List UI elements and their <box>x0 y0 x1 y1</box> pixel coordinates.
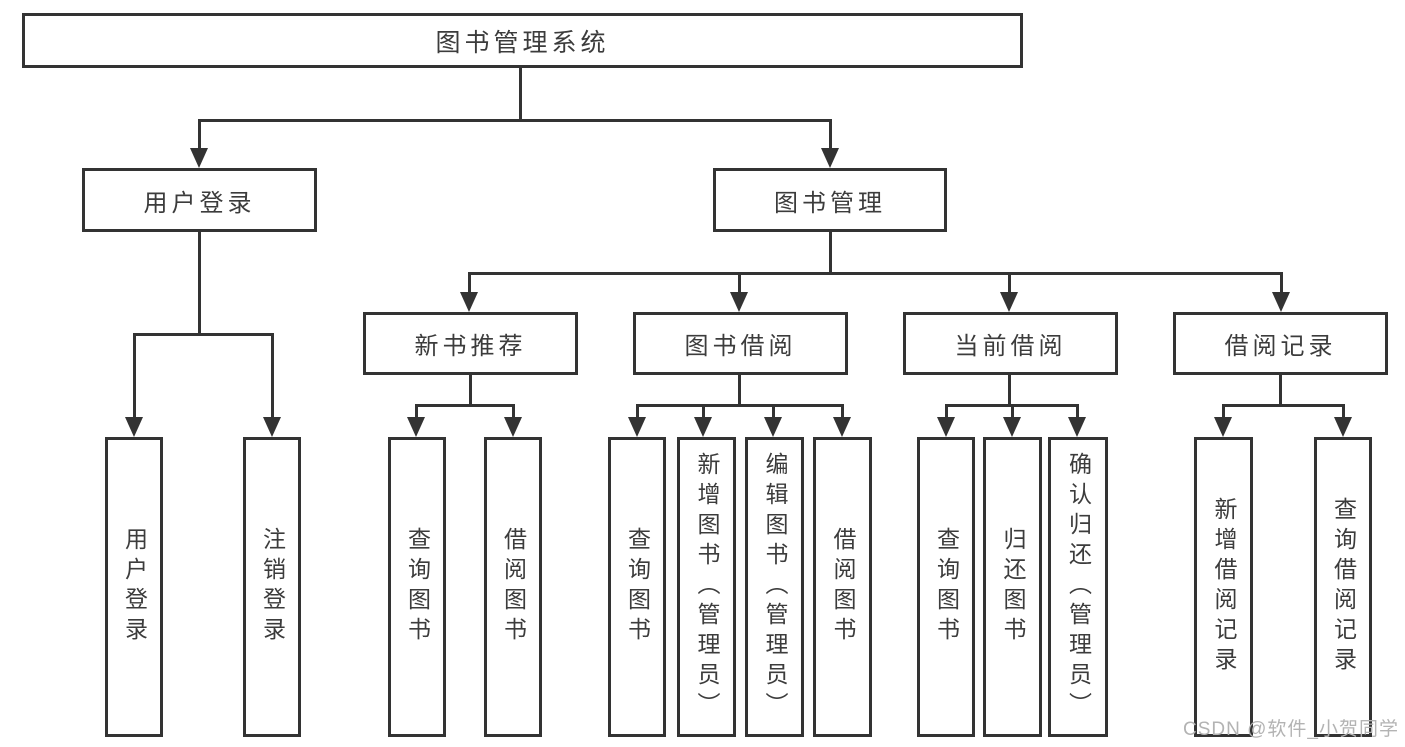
connector-line <box>738 375 741 407</box>
leaf-label: 编辑图书（管理员） <box>762 452 788 722</box>
connector-line <box>841 404 844 419</box>
node-label: 图书管理 <box>774 189 886 217</box>
leaf-label: 查询借阅记录 <box>1330 497 1357 677</box>
arrow-down-icon <box>937 417 955 437</box>
connector-line <box>468 272 1283 275</box>
node-label: 图书借阅 <box>684 333 797 360</box>
leaf-label: 归还图书 <box>1000 527 1026 647</box>
node-library-management-system: 图书管理系统 <box>22 13 1023 68</box>
connector-line <box>1222 404 1345 407</box>
node-new-book-recommendation: 新书推荐 <box>363 312 578 375</box>
connector-line <box>702 404 705 419</box>
leaf-label: 查询图书 <box>933 527 960 647</box>
arrow-down-icon <box>1000 292 1018 312</box>
arrow-down-icon <box>1272 292 1290 312</box>
connector-line <box>829 232 832 275</box>
connector-line <box>271 333 274 419</box>
leaf-label: 用户登录 <box>121 527 148 647</box>
arrow-down-icon <box>1334 417 1352 437</box>
arrow-down-icon <box>460 292 478 312</box>
connector-line <box>1008 375 1011 407</box>
connector-line <box>198 119 832 122</box>
leaf-label: 新增借阅记录 <box>1211 497 1237 677</box>
connector-line <box>1342 404 1345 419</box>
connector-line <box>133 333 274 336</box>
arrow-down-icon <box>694 417 712 437</box>
connector-line <box>133 333 136 419</box>
connector-line <box>198 119 201 150</box>
connector-line <box>945 404 948 419</box>
arrow-down-icon <box>821 148 839 168</box>
connector-line <box>415 404 418 419</box>
connector-line <box>636 404 639 419</box>
leaf-label: 查询图书 <box>624 527 651 647</box>
leaf-label: 借阅图书 <box>500 527 527 647</box>
arrow-down-icon <box>263 417 281 437</box>
watermark: CSDN @软件_小贺同学 <box>1183 719 1399 740</box>
arrow-down-icon <box>1003 417 1021 437</box>
leaf-label: 查询图书 <box>404 527 431 647</box>
leaf-add-book-admin: 新增图书（管理员） <box>677 437 736 737</box>
connector-line <box>1280 272 1283 296</box>
connector-line <box>1076 404 1079 419</box>
node-user-login: 用户登录 <box>82 168 317 232</box>
leaf-return-books: 归还图书 <box>983 437 1042 737</box>
arrow-down-icon <box>1214 417 1232 437</box>
arrow-down-icon <box>833 417 851 437</box>
arrow-down-icon <box>190 148 208 168</box>
node-label: 用户登录 <box>143 189 256 217</box>
leaf-borrow-books-recommend: 借阅图书 <box>484 437 542 737</box>
connector-line <box>772 404 775 419</box>
node-book-borrowing: 图书借阅 <box>633 312 848 375</box>
leaf-borrow-books-borrowing: 借阅图书 <box>813 437 872 737</box>
connector-line <box>1279 375 1282 407</box>
connector-line <box>468 272 471 296</box>
arrow-down-icon <box>764 417 782 437</box>
leaf-logout: 注销登录 <box>243 437 301 737</box>
connector-line <box>198 232 201 335</box>
node-label: 新书推荐 <box>414 333 527 360</box>
node-borrowing-records: 借阅记录 <box>1173 312 1388 375</box>
connector-line <box>512 404 515 419</box>
connector-line <box>415 404 515 407</box>
leaf-query-books-borrowing: 查询图书 <box>608 437 666 737</box>
connector-line <box>1011 404 1014 419</box>
leaf-confirm-return-admin: 确认归还（管理员） <box>1048 437 1108 737</box>
connector-line <box>829 119 832 150</box>
connector-line <box>519 68 522 121</box>
leaf-add-borrow-record: 新增借阅记录 <box>1194 437 1253 737</box>
node-label: 当前借阅 <box>954 333 1067 360</box>
node-label: 图书管理系统 <box>435 28 610 57</box>
connector-line <box>636 404 844 407</box>
leaf-label: 注销登录 <box>259 527 286 647</box>
leaf-edit-book-admin: 编辑图书（管理员） <box>745 437 804 737</box>
leaf-label: 新增图书（管理员） <box>694 452 720 722</box>
leaf-query-borrow-record: 查询借阅记录 <box>1314 437 1372 737</box>
node-book-management: 图书管理 <box>713 168 947 232</box>
leaf-query-books-recommend: 查询图书 <box>388 437 446 737</box>
leaf-user-login: 用户登录 <box>105 437 163 737</box>
arrow-down-icon <box>730 292 748 312</box>
connector-line <box>738 272 741 296</box>
leaf-label: 确认归还（管理员） <box>1065 452 1092 722</box>
connector-line <box>469 375 472 407</box>
arrow-down-icon <box>1068 417 1086 437</box>
arrow-down-icon <box>628 417 646 437</box>
arrow-down-icon <box>125 417 143 437</box>
leaf-query-books-current: 查询图书 <box>917 437 975 737</box>
leaf-label: 借阅图书 <box>830 527 856 647</box>
arrow-down-icon <box>504 417 522 437</box>
arrow-down-icon <box>407 417 425 437</box>
node-current-borrowing: 当前借阅 <box>903 312 1118 375</box>
connector-line <box>1222 404 1225 419</box>
node-label: 借阅记录 <box>1224 333 1337 360</box>
connector-line <box>1008 272 1011 296</box>
